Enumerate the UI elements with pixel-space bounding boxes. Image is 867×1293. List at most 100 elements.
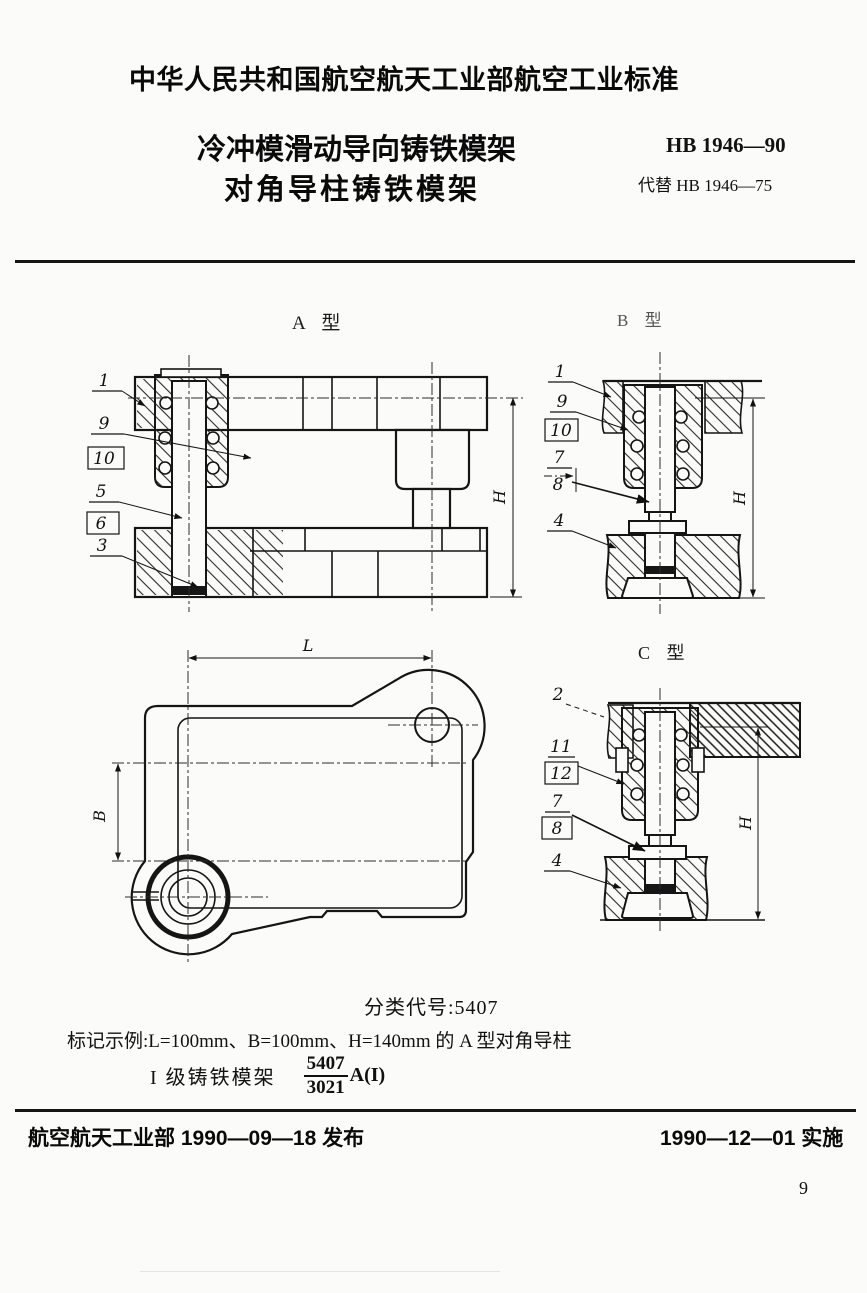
- leader-line: [121, 390, 146, 407]
- callout-label: 10: [550, 421, 572, 441]
- leader-line: [575, 411, 629, 431]
- ball-bearing: [632, 410, 646, 424]
- header-divider-rule: [15, 260, 855, 263]
- bushing-waist-notch: [615, 747, 629, 773]
- leader-line: [571, 481, 650, 504]
- figure-b-title: B 型: [617, 311, 668, 330]
- figure-a-title: A 型: [292, 313, 347, 334]
- leader-line: [571, 814, 646, 852]
- ball-bearing: [158, 461, 172, 475]
- leader-line: [121, 555, 199, 588]
- grade-label: I 级铸铁模架: [150, 1067, 276, 1090]
- ball-bearing: [676, 439, 690, 453]
- callout-label: 8: [553, 475, 564, 495]
- lower-plate-hatch: [137, 530, 283, 595]
- ball-bearing: [630, 758, 644, 772]
- callout-label: 7: [552, 792, 563, 812]
- leader-line: [572, 381, 612, 398]
- bushing-waist-notch: [691, 747, 705, 773]
- callout-box: [86, 511, 120, 535]
- post-collar: [628, 520, 687, 534]
- leader-line: [571, 530, 617, 549]
- leader-line: [565, 703, 605, 718]
- callout-label: 1: [99, 371, 110, 391]
- ball-bearing: [674, 728, 688, 742]
- callout-box: [541, 816, 573, 840]
- callout-label: 8: [552, 819, 563, 839]
- figure-a-drawing: H 1 9 10 5 6 3: [86, 355, 523, 612]
- callout-label: 4: [551, 851, 563, 871]
- right-guide-post-stem: [411, 487, 452, 530]
- leader-line: [123, 433, 252, 460]
- callout-label: 12: [550, 764, 572, 784]
- designation-fraction: 5407 3021: [303, 1054, 348, 1098]
- upper-plate-hatch-right: [689, 702, 801, 758]
- fraction-denominator: 3021: [306, 1076, 345, 1098]
- ball-bearing: [630, 467, 644, 481]
- callout-label: 9: [557, 392, 568, 412]
- callout-label: 5: [96, 482, 107, 502]
- dimension-label-B: B: [90, 810, 109, 823]
- plan-view-drawing: L B: [90, 636, 486, 962]
- callout-label: 11: [550, 737, 572, 757]
- leader-line: [118, 501, 183, 520]
- post-foot-flange: [620, 892, 695, 919]
- figure-b-callouts: 1 9 10 7 8 4: [544, 362, 650, 549]
- document-title-line2: 对角导柱铸铁模架: [224, 174, 481, 206]
- figure-c-drawing: H 2 11 12 7 8 4: [541, 685, 801, 932]
- callout-label: 6: [96, 514, 107, 534]
- callout-box: [544, 418, 579, 442]
- ball-bearing: [676, 787, 690, 801]
- ball-bearing: [206, 461, 220, 475]
- ball-bearing: [674, 410, 688, 424]
- ball-bearing: [676, 467, 690, 481]
- marking-example-line: 标记示例:L=100mm、B=100mm、H=140mm 的 A 型对角导柱: [67, 1031, 572, 1052]
- figure-c-title: C 型: [638, 643, 691, 663]
- ball-bearing: [159, 396, 173, 410]
- right-guide-post-head: [394, 428, 471, 491]
- ball-bearing: [630, 439, 644, 453]
- bushing-flange: [160, 368, 222, 378]
- die-holder-inner-contour: [177, 717, 463, 909]
- ball-bearing: [632, 728, 646, 742]
- callout-label: 4: [553, 511, 565, 531]
- implemented-date-line: 1990—12—01 实施: [660, 1127, 844, 1150]
- callout-label: 1: [555, 362, 566, 382]
- callout-label: 7: [554, 448, 565, 468]
- dimension-label-H: H: [736, 815, 755, 831]
- ball-bearing: [206, 431, 220, 445]
- callout-box: [87, 446, 125, 470]
- callout-label: 3: [97, 536, 108, 556]
- document-title-line1: 冷冲模滑动导向铸铁模架: [197, 134, 517, 166]
- figure-c-callouts: 2 11 12 7 8 4: [541, 685, 646, 889]
- issued-date-line: 航空航天工业部 1990—09—18 发布: [28, 1127, 365, 1150]
- fraction-numerator: 5407: [303, 1054, 348, 1077]
- dimension-label-L: L: [302, 636, 314, 655]
- dimension-label-H: H: [730, 490, 749, 506]
- org-standard-line: 中华人民共和国航空航天工业部航空工业标准: [129, 65, 679, 95]
- callout-box: [544, 761, 579, 785]
- classification-code: 分类代号:5407: [364, 997, 499, 1019]
- leader-line: [577, 765, 625, 785]
- footer-divider-rule: [15, 1109, 856, 1112]
- scan-artifact-line: [140, 1271, 500, 1272]
- upper-plate-hatch-right: [704, 380, 744, 434]
- callout-label: 9: [99, 414, 110, 434]
- die-holder-outline: [130, 668, 486, 956]
- page-number: 9: [799, 1178, 808, 1198]
- dimension-label-H: H: [490, 489, 509, 505]
- callout-label: 2: [552, 685, 564, 705]
- ball-bearing: [630, 787, 644, 801]
- callout-label: 10: [93, 449, 115, 469]
- standard-code: HB 1946—90: [666, 133, 786, 157]
- designation-row: I 级铸铁模架 5407 3021 A(I): [150, 1054, 385, 1098]
- plate-hatch-left: [137, 379, 155, 428]
- figure-a-callouts: 1 9 10 5 6 3: [86, 371, 252, 588]
- designation-suffix: A(I): [349, 1064, 386, 1087]
- figure-b-drawing: H 1 9 10 7 8 4: [544, 352, 765, 614]
- leader-line: [569, 870, 622, 889]
- post-foot-flange: [620, 577, 695, 599]
- ball-bearing: [676, 758, 690, 772]
